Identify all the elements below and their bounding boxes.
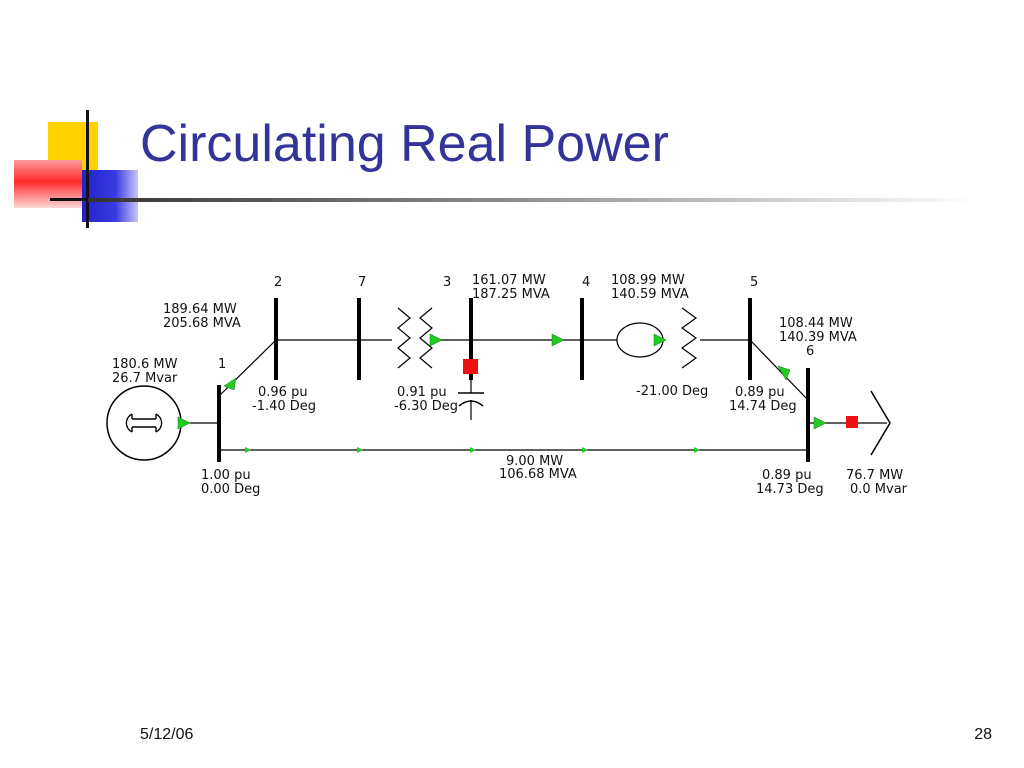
flow-marker-1-6-e bbox=[694, 447, 700, 453]
line-4-5-mva: 140.59 MVA bbox=[611, 287, 689, 302]
decor-blue-square bbox=[82, 170, 138, 222]
bus-1-label: 1 bbox=[218, 357, 226, 372]
line-5-6-mw: 108.44 MW bbox=[779, 316, 853, 331]
transformer-winding-2-icon bbox=[419, 307, 433, 369]
load-arrow-icon bbox=[870, 390, 891, 456]
bus-1-voltage-pu: 1.00 pu bbox=[201, 468, 251, 483]
breaker-load-icon[interactable] bbox=[846, 416, 858, 428]
slide-title: Circulating Real Power bbox=[140, 115, 669, 173]
bus-6-label: 6 bbox=[806, 344, 814, 359]
load-mvar: 0.0 Mvar bbox=[850, 482, 908, 497]
bus-6-voltage-deg: 14.73 Deg bbox=[756, 482, 824, 497]
bus-5-label: 5 bbox=[750, 275, 758, 290]
bus-4-label: 4 bbox=[582, 275, 590, 290]
bus-2-label: 2 bbox=[274, 275, 282, 290]
footer-date: 5/12/06 bbox=[140, 726, 194, 743]
load-mw: 76.7 MW bbox=[846, 468, 903, 483]
bus-3-voltage-pu: 0.91 pu bbox=[397, 385, 447, 400]
bus-3-label: 3 bbox=[443, 275, 451, 290]
line-1-6-mva: 106.68 MVA bbox=[499, 467, 577, 482]
bus-2-voltage-pu: 0.96 pu bbox=[258, 385, 308, 400]
line-3-4-mva: 187.25 MVA bbox=[472, 287, 550, 302]
generator-rotor-icon bbox=[125, 413, 163, 433]
line-4-5-mw: 108.99 MW bbox=[611, 273, 685, 288]
flow-marker-1-6-a bbox=[245, 447, 251, 453]
bus-1-voltage-deg: 0.00 Deg bbox=[201, 482, 260, 497]
flow-arrow-line-1-2 bbox=[223, 377, 237, 391]
line-3-4-mw: 161.07 MW bbox=[472, 273, 546, 288]
phase-shift-angle: -21.00 Deg bbox=[636, 384, 708, 399]
line-5-6 bbox=[749, 339, 809, 401]
generator-icon bbox=[106, 385, 182, 461]
transformer-winding-1-icon bbox=[397, 307, 411, 369]
bus-3-voltage-deg: -6.30 Deg bbox=[394, 399, 458, 414]
flow-marker-1-6-b bbox=[357, 447, 363, 453]
line-5-6-mva: 140.39 MVA bbox=[779, 330, 857, 345]
flow-arrow-gen bbox=[177, 416, 191, 430]
flow-arrow-phase-shifter bbox=[653, 333, 667, 347]
title-underline bbox=[88, 198, 978, 202]
flow-arrow-xfmr bbox=[429, 333, 443, 347]
flow-arrow-load bbox=[813, 416, 827, 430]
flow-marker-1-6-c bbox=[470, 447, 476, 453]
bus-6-voltage-pu: 0.89 pu bbox=[762, 468, 812, 483]
flow-arrow-line-5-6 bbox=[777, 365, 791, 381]
generator-mvar: 26.7 Mvar bbox=[112, 371, 178, 386]
bus-2-voltage-deg: -1.40 Deg bbox=[252, 399, 316, 414]
breaker-bus3-icon[interactable] bbox=[463, 359, 478, 374]
footer-page-number: 28 bbox=[974, 726, 992, 743]
generator-mw: 180.6 MW bbox=[112, 357, 178, 372]
flow-marker-1-6-d bbox=[582, 447, 588, 453]
bus-7-label: 7 bbox=[358, 275, 366, 290]
line-1-2-mw: 189.64 MW bbox=[163, 302, 237, 317]
flow-arrow-line-3-4 bbox=[551, 333, 565, 347]
bus-5-voltage-deg: 14.74 Deg bbox=[729, 399, 797, 414]
decor-vertical-line bbox=[86, 110, 89, 228]
decor-horizontal-line bbox=[50, 198, 90, 201]
line-1-2-mva: 205.68 MVA bbox=[163, 316, 241, 331]
bus-5-voltage-pu: 0.89 pu bbox=[735, 385, 785, 400]
phase-shifter-winding-icon bbox=[680, 307, 698, 369]
line-1-6-mw: 9.00 MW bbox=[506, 454, 563, 469]
